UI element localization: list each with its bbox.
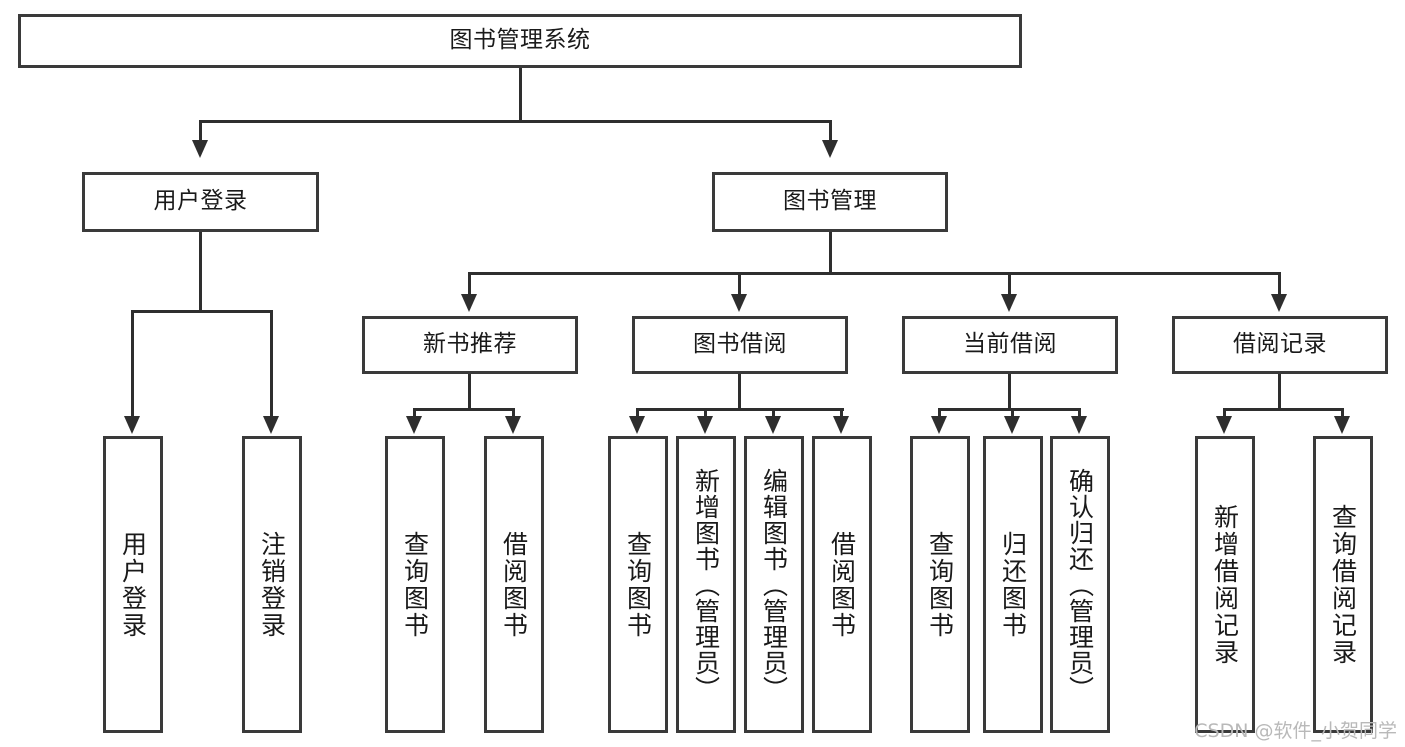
arrow-book-manage-to-current-borrow: [1001, 294, 1017, 312]
connector-current-borrow-to-leaf-3: [1078, 408, 1081, 418]
connector-book-borrow-to-leaf-2: [704, 408, 707, 418]
arrow-new-book-rec-to-leaf-1: [406, 416, 422, 434]
leaf-add-book-label: 新增图书（管理员）: [691, 467, 721, 702]
node-current-borrow[interactable]: 当前借阅: [902, 316, 1118, 374]
leaf-borrow-book-2[interactable]: 借阅图书: [812, 436, 872, 733]
connector-user-login-stem: [199, 232, 202, 312]
arrow-book-borrow-to-leaf-4: [833, 416, 849, 434]
connector-book-manage-stem: [829, 232, 832, 274]
connector-current-borrow-to-leaf-1: [938, 408, 941, 418]
leaf-add-record-label: 新增借阅记录: [1210, 503, 1240, 666]
connector-book-borrow-to-leaf-4: [840, 408, 843, 418]
leaf-confirm-return-label: 确认归还（管理员）: [1065, 467, 1095, 702]
leaf-query-book-3[interactable]: 查询图书: [910, 436, 970, 733]
arrow-user-login-to-leaf-2: [263, 416, 279, 434]
arrow-current-borrow-to-leaf-3: [1071, 416, 1087, 434]
connector-book-borrow-to-leaf-1: [636, 408, 639, 418]
leaf-query-book-2[interactable]: 查询图书: [608, 436, 668, 733]
leaf-borrow-book-1[interactable]: 借阅图书: [484, 436, 544, 733]
arrow-current-borrow-to-leaf-1: [931, 416, 947, 434]
node-book-manage[interactable]: 图书管理: [712, 172, 948, 232]
node-root-label: 图书管理系统: [449, 27, 591, 54]
leaf-query-record-label: 查询借阅记录: [1328, 503, 1358, 666]
leaf-add-book[interactable]: 新增图书（管理员）: [676, 436, 736, 733]
connector-borrow-record-to-leaf-1: [1223, 408, 1226, 418]
arrow-book-manage-to-book-borrow: [731, 294, 747, 312]
connector-current-borrow-bus: [938, 408, 1080, 411]
connector-current-borrow-stem: [1008, 374, 1011, 410]
leaf-return-book-label: 归还图书: [998, 530, 1028, 639]
connector-book-borrow-stem: [738, 374, 741, 410]
arrow-borrow-record-to-leaf-2: [1334, 416, 1350, 434]
connector-book-manage-to-book-borrow: [738, 272, 741, 296]
connector-root-bus: [199, 120, 831, 123]
arrow-book-manage-to-new-book-rec: [461, 294, 477, 312]
node-user-login-label: 用户登录: [153, 188, 248, 215]
leaf-borrow-book-1-label: 借阅图书: [499, 530, 529, 639]
leaf-query-record[interactable]: 查询借阅记录: [1313, 436, 1373, 733]
node-root[interactable]: 图书管理系统: [18, 14, 1022, 68]
connector-user-login-to-leaf-2: [270, 310, 273, 418]
arrow-book-borrow-to-leaf-3: [765, 416, 781, 434]
arrow-book-manage-to-borrow-record: [1271, 294, 1287, 312]
node-borrow-record[interactable]: 借阅记录: [1172, 316, 1388, 374]
leaf-borrow-book-2-label: 借阅图书: [827, 530, 857, 639]
connector-book-borrow-to-leaf-3: [772, 408, 775, 418]
connector-new-book-rec-to-leaf-1: [413, 408, 416, 418]
connector-root-to-user-login: [199, 120, 202, 142]
leaf-query-book-1-label: 查询图书: [400, 530, 430, 639]
connector-book-borrow-bus: [636, 408, 844, 411]
leaf-add-record[interactable]: 新增借阅记录: [1195, 436, 1255, 733]
leaf-logout-label: 注销登录: [257, 530, 287, 639]
arrow-new-book-rec-to-leaf-2: [505, 416, 521, 434]
node-user-login[interactable]: 用户登录: [82, 172, 319, 232]
connector-new-book-rec-to-leaf-2: [512, 408, 515, 418]
leaf-edit-book-label: 编辑图书（管理员）: [759, 467, 789, 702]
node-book-manage-label: 图书管理: [783, 188, 877, 215]
leaf-edit-book[interactable]: 编辑图书（管理员）: [744, 436, 804, 733]
connector-book-manage-bus: [468, 272, 1280, 275]
connector-borrow-record-to-leaf-2: [1341, 408, 1344, 418]
arrow-root-to-user-login: [192, 140, 208, 158]
node-new-book-rec-label: 新书推荐: [423, 331, 517, 358]
watermark: CSDN @软件_小贺同学: [1194, 720, 1397, 742]
connector-book-manage-to-new-book-rec: [468, 272, 471, 296]
leaf-user-login-label: 用户登录: [118, 530, 148, 639]
connector-root-to-book-manage: [829, 120, 832, 142]
leaf-return-book[interactable]: 归还图书: [983, 436, 1043, 733]
leaf-logout[interactable]: 注销登录: [242, 436, 302, 733]
leaf-query-book-3-label: 查询图书: [925, 530, 955, 639]
connector-current-borrow-to-leaf-2: [1011, 408, 1014, 418]
arrow-book-borrow-to-leaf-2: [697, 416, 713, 434]
node-book-borrow[interactable]: 图书借阅: [632, 316, 848, 374]
connector-root-stem: [519, 68, 522, 122]
leaf-query-book-1[interactable]: 查询图书: [385, 436, 445, 733]
connector-user-login-bus: [131, 310, 272, 313]
leaf-confirm-return[interactable]: 确认归还（管理员）: [1050, 436, 1110, 733]
arrow-borrow-record-to-leaf-1: [1216, 416, 1232, 434]
connector-book-manage-to-current-borrow: [1008, 272, 1011, 296]
connector-book-manage-to-borrow-record: [1278, 272, 1281, 296]
arrow-root-to-book-manage: [822, 140, 838, 158]
node-book-borrow-label: 图书借阅: [693, 331, 787, 358]
connector-new-book-rec-bus: [413, 408, 515, 411]
connector-borrow-record-stem: [1278, 374, 1281, 410]
connector-user-login-to-leaf-1: [131, 310, 134, 418]
leaf-user-login[interactable]: 用户登录: [103, 436, 163, 733]
leaf-query-book-2-label: 查询图书: [623, 530, 653, 639]
arrow-user-login-to-leaf-1: [124, 416, 140, 434]
connector-new-book-rec-stem: [468, 374, 471, 410]
node-current-borrow-label: 当前借阅: [963, 331, 1057, 358]
node-borrow-record-label: 借阅记录: [1233, 331, 1327, 358]
arrow-current-borrow-to-leaf-2: [1004, 416, 1020, 434]
node-new-book-rec[interactable]: 新书推荐: [362, 316, 578, 374]
connector-borrow-record-bus: [1223, 408, 1343, 411]
arrow-book-borrow-to-leaf-1: [629, 416, 645, 434]
